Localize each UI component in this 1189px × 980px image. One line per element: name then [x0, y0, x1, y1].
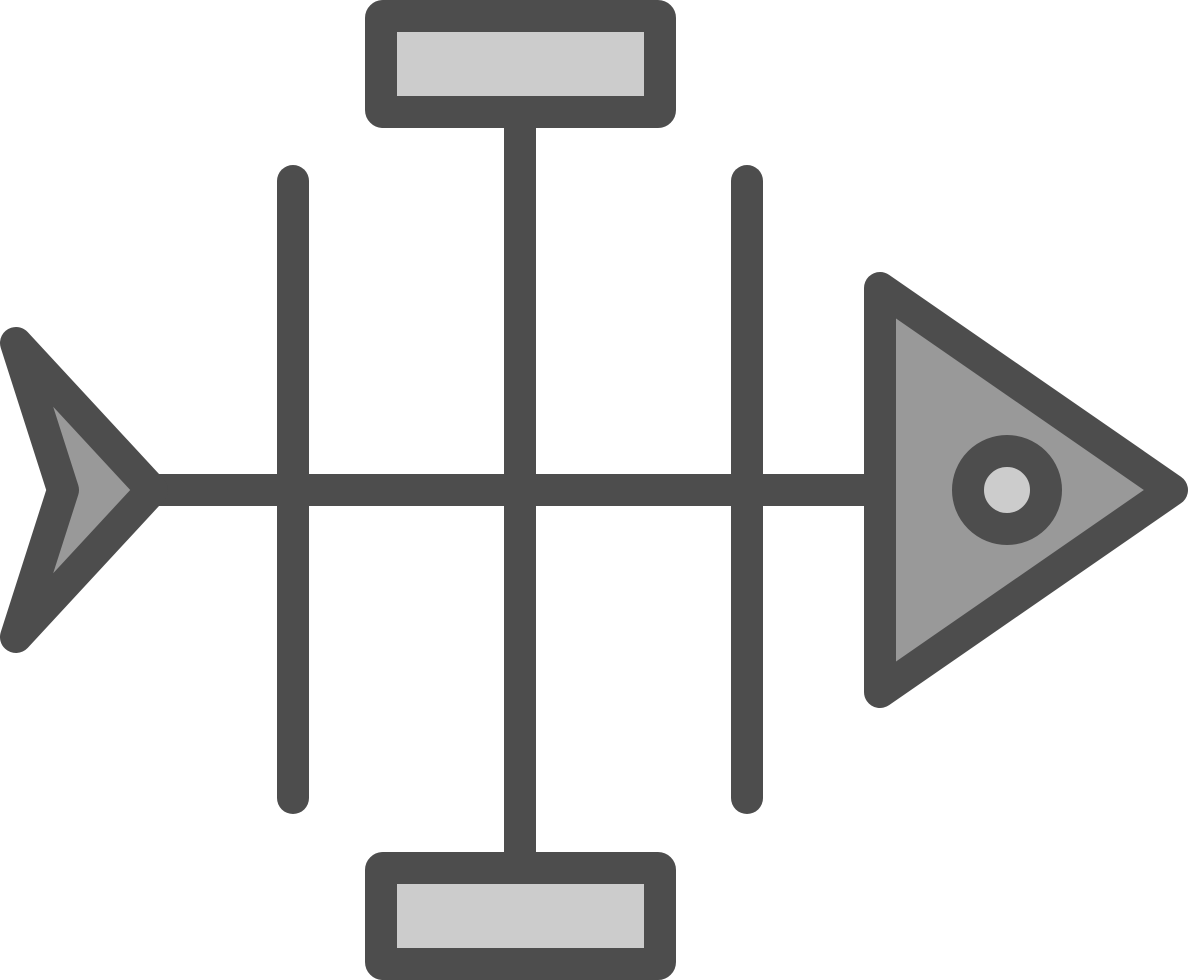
fish-tail-icon [0, 327, 168, 653]
top-category-box [365, 0, 676, 128]
bottom-category-box [365, 852, 676, 980]
fish-eye-icon [952, 435, 1062, 545]
